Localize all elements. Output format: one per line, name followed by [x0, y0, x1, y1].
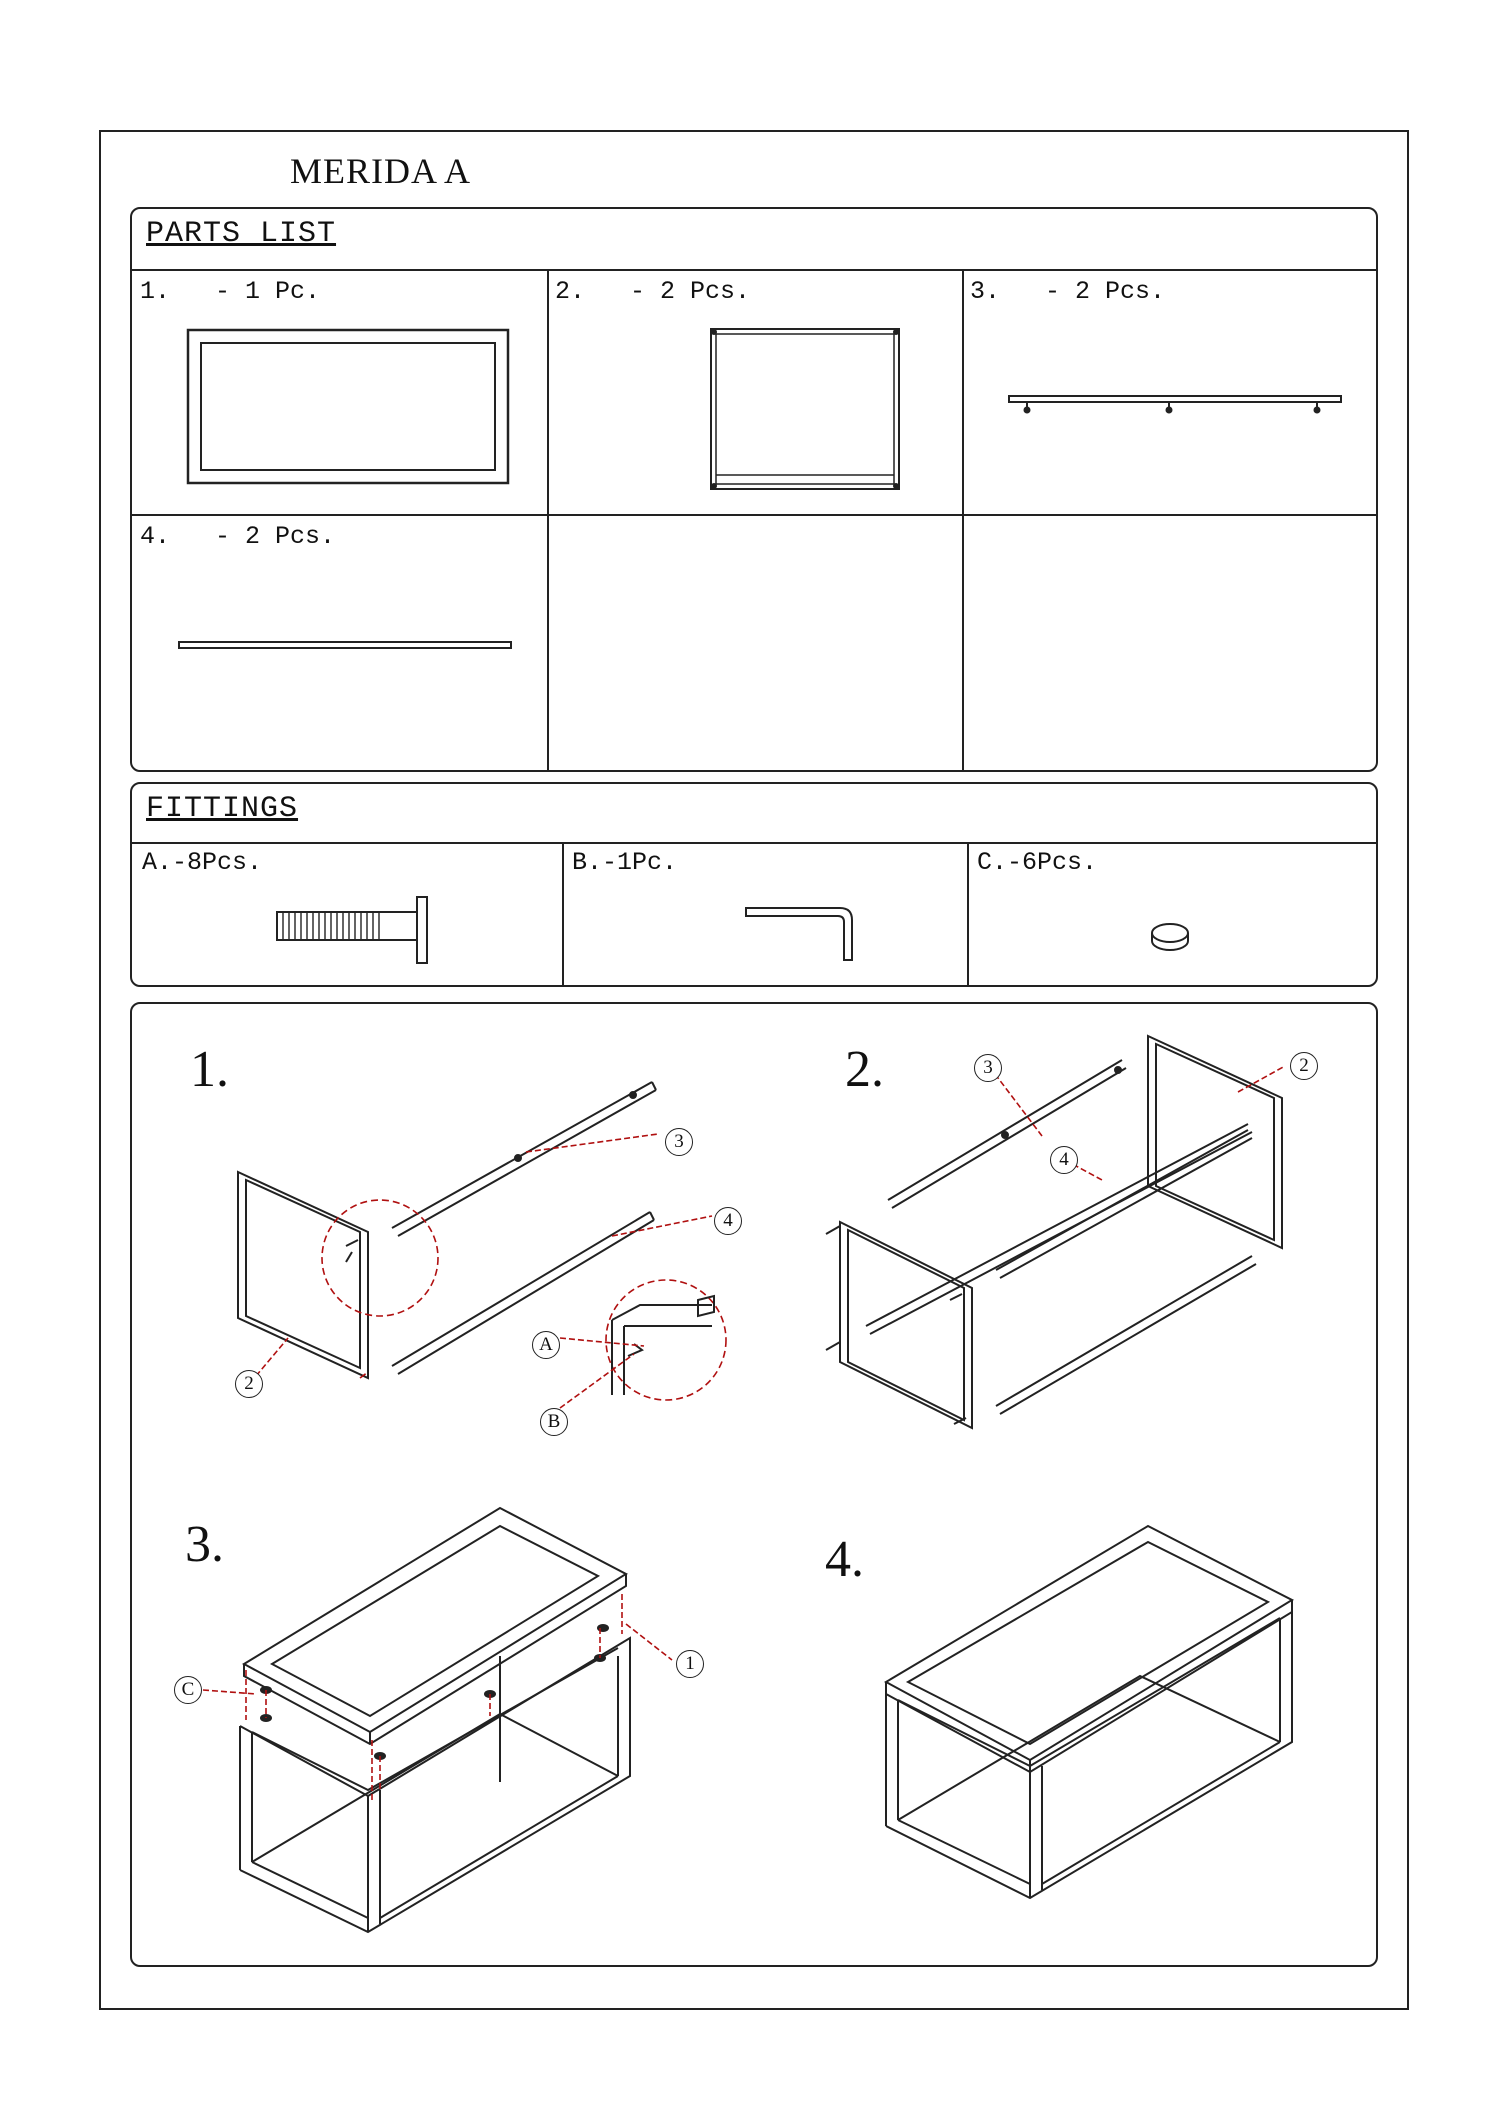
- part-3-label: 3. - 2 Pcs.: [970, 277, 1166, 306]
- step-2-label: 2.: [845, 1041, 884, 1098]
- divider: [967, 842, 969, 985]
- callout-fitting-c: C: [174, 1676, 202, 1704]
- callout-fitting-a: A: [532, 1331, 560, 1359]
- part-4-rail-drawing: [178, 641, 512, 649]
- divider: [562, 842, 564, 985]
- callout-part-3: 3: [974, 1054, 1002, 1082]
- page-frame: [99, 130, 1409, 2010]
- fitting-a-label: A.-8Pcs.: [142, 848, 263, 877]
- callout-part-2: 2: [235, 1370, 263, 1398]
- page-title: MERIDA A: [290, 151, 472, 191]
- part-3-rail-drawing: [1008, 395, 1342, 414]
- divider: [132, 269, 1376, 271]
- fittings-box: FITTINGS A.-8Pcs. B.-1Pc. C.-6Pcs.: [130, 782, 1378, 987]
- divider: [132, 842, 1376, 844]
- parts-list-box: PARTS LIST 1. - 1 Pc. 2. - 2 Pcs. 3. - 2…: [130, 207, 1378, 772]
- part-1-frame-drawing: [186, 328, 510, 485]
- part-2-label: 2. - 2 Pcs.: [555, 277, 751, 306]
- step-3-label: 3.: [185, 1516, 224, 1573]
- parts-list-heading: PARTS LIST: [146, 217, 337, 251]
- divider: [132, 514, 1376, 516]
- fitting-c-label: C.-6Pcs.: [977, 848, 1098, 877]
- callout-fitting-b: B: [540, 1408, 568, 1436]
- callout-part-2: 2: [1290, 1052, 1318, 1080]
- fitting-b-label: B.-1Pc.: [572, 848, 678, 877]
- callout-part-1: 1: [676, 1650, 704, 1678]
- bolt-icon: [276, 896, 428, 964]
- callout-part-4: 4: [1050, 1146, 1078, 1174]
- part-4-label: 4. - 2 Pcs.: [140, 522, 336, 551]
- allen-key-icon: [745, 907, 853, 961]
- callout-part-3: 3: [665, 1128, 693, 1156]
- part-1-label: 1. - 1 Pc.: [140, 277, 321, 306]
- step-4-label: 4.: [825, 1531, 864, 1588]
- callout-part-4: 4: [714, 1207, 742, 1235]
- cap-icon: [1151, 923, 1189, 951]
- fittings-heading: FITTINGS: [146, 792, 299, 826]
- part-2-side-frame-drawing: [710, 328, 900, 490]
- assembly-box: [130, 1002, 1378, 1967]
- step-1-label: 1.: [190, 1041, 229, 1098]
- divider: [547, 269, 549, 770]
- divider: [962, 269, 964, 770]
